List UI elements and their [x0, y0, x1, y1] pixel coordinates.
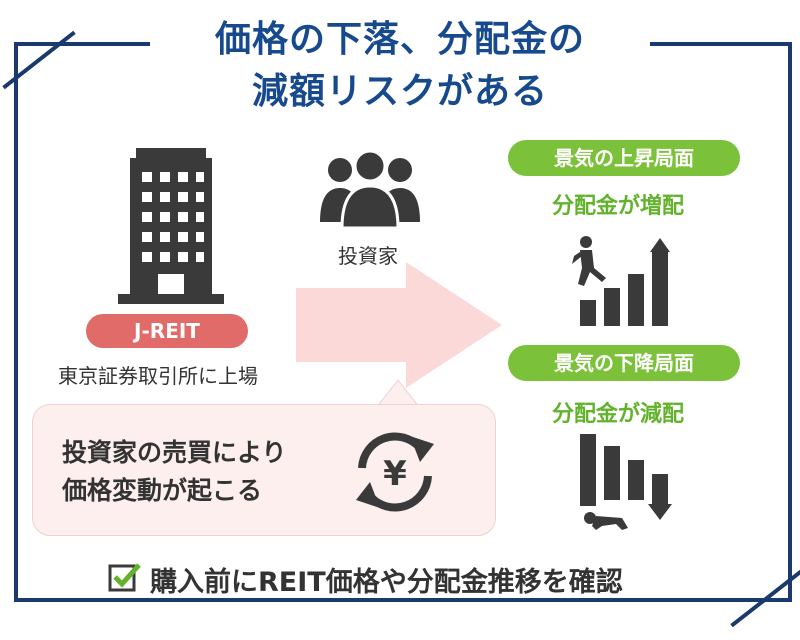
yen-symbol: ¥ — [383, 454, 407, 494]
callout-pointer — [376, 379, 420, 408]
arrow-right-icon — [296, 262, 502, 388]
callout-line-2: 価格変動が起こる — [62, 476, 263, 505]
frame-top-right — [646, 42, 792, 46]
title-line-1: 価格の下落、分配金の — [214, 19, 585, 60]
jreit-badge: J-REIT — [86, 314, 248, 348]
falling-bars-icon — [580, 434, 672, 530]
confirm-before-purchase-text: 購入前にREIT価格や分配金推移を確認 — [150, 567, 623, 598]
rising-bars-icon — [572, 236, 670, 326]
building-icon — [118, 148, 224, 304]
downturn-badge: 景気の下降局面 — [508, 345, 740, 381]
title-line-2: 減額リスクがある — [251, 71, 548, 112]
investor-label: 投資家 — [338, 244, 398, 268]
page-title: 価格の下落、分配金の 減額リスクがある — [150, 14, 650, 118]
callout-text: 投資家の売買により 価格変動が起こる — [62, 434, 322, 510]
dividend-increase-text: 分配金が増配 — [552, 194, 685, 219]
callout-line-1: 投資家の売買により — [62, 438, 287, 467]
price-change-callout — [32, 404, 496, 536]
frame-right — [788, 42, 792, 602]
frame-bottom — [14, 598, 792, 602]
upturn-badge: 景気の上昇局面 — [508, 140, 740, 176]
yen-cycle-icon: ¥ — [356, 432, 434, 512]
checkbox-icon — [108, 563, 141, 592]
investors-icon — [320, 150, 420, 230]
frame-left — [14, 42, 18, 602]
frame-top-left — [14, 42, 154, 46]
listing-caption: 東京証券取引所に上場 — [58, 364, 258, 388]
dividend-decrease-text: 分配金が減配 — [552, 402, 685, 427]
